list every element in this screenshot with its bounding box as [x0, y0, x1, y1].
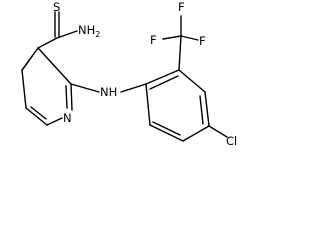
bond-py-c5-c6 [25, 107, 48, 126]
bond-py-n-c2 [70, 83, 73, 111]
bond-c2-nh [70, 83, 100, 93]
bond-c-c3 [37, 37, 58, 49]
bond-ph-c3-c4-inner [199, 95, 204, 125]
atom-nh2-subscript: 2 [95, 30, 100, 39]
bond-ph-c2-c3 [178, 69, 206, 93]
bond-ph-c4-c5 [182, 125, 210, 142]
bond-ph-c5-c6-inner [152, 121, 181, 136]
bond-cf3-f3 [180, 35, 199, 41]
atom-f-top: F [178, 0, 185, 14]
bond-py-n-c2-inner [65, 85, 68, 109]
atom-nh2-main: NH [78, 23, 95, 37]
bond-nh-ph [120, 83, 147, 93]
bond-c-nh2 [56, 30, 78, 39]
bond-py-c5-c6-inner [30, 106, 47, 120]
bond-ph-c1-c2 [145, 69, 180, 85]
bond-py-c4-c5 [21, 69, 27, 109]
atom-labels: S NH2 N NH F F F Cl [53, 0, 237, 148]
bond-ph-c1-c2-inner [149, 75, 179, 90]
bond-ph-c3-c4 [204, 91, 210, 127]
bond-py-c4-c4-inner [22, 54, 34, 70]
bond-c4-cl [208, 125, 228, 138]
bond-cf3-f2 [162, 35, 182, 40]
bond-py-c2-c3 [37, 47, 72, 85]
molecule-structure: S NH2 N NH F F F Cl [21, 0, 237, 148]
atom-nh2: NH2 [78, 23, 100, 39]
atom-n-pyridine: N [63, 111, 72, 125]
bonds [21, 11, 228, 142]
atom-s: S [53, 0, 60, 14]
bond-py-c6-n [46, 117, 63, 126]
atom-nh-linker: NH [100, 85, 117, 99]
bond-c2-cf3 [178, 35, 182, 71]
atom-cl: Cl [226, 134, 237, 148]
atom-f-left: F [150, 33, 157, 47]
bond-ph-c6-c1 [145, 83, 151, 126]
atom-f-right: F [199, 34, 206, 48]
bond-ph-c5-c6 [149, 124, 184, 142]
